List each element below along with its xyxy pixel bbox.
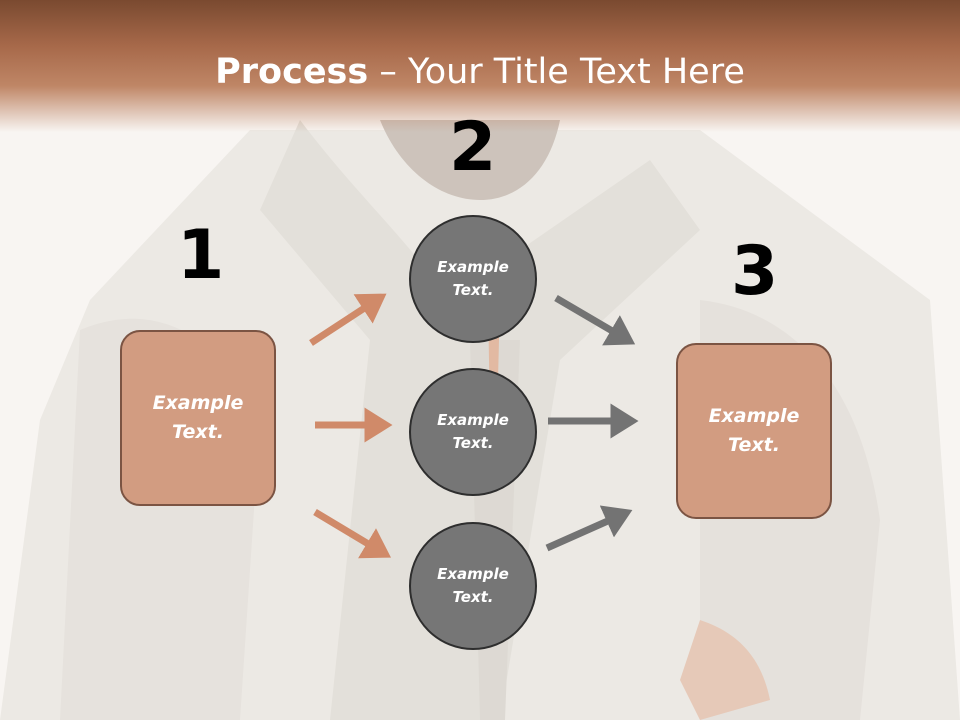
left-box-line2: Text. [172, 421, 224, 443]
circle-bottom-text: Example Text. [437, 563, 509, 609]
right-process-box: Example Text. [676, 343, 832, 519]
circle-top-line1: Example [437, 258, 509, 276]
left-box-line1: Example [152, 392, 244, 414]
arrow-left-to-bottom [313, 508, 392, 559]
circle-bottom-line2: Text. [452, 588, 494, 606]
circle-middle-line2: Text. [452, 434, 494, 452]
circle-top: Example Text. [409, 215, 537, 343]
right-box-text: Example Text. [709, 402, 800, 460]
step-number-3: 3 [731, 232, 779, 311]
title-bold: Process [215, 52, 369, 92]
circle-top-line2: Text. [452, 281, 494, 299]
left-process-box: Example Text. [120, 330, 276, 506]
circle-middle: Example Text. [409, 368, 537, 496]
circle-middle-line1: Example [437, 411, 509, 429]
right-box-line1: Example [708, 405, 800, 427]
circle-bottom-line1: Example [437, 565, 509, 583]
step-number-1: 1 [177, 216, 225, 295]
step-number-2: 2 [449, 108, 497, 187]
left-box-text: Example Text. [153, 389, 244, 447]
arrow-bottom-to-right [545, 505, 633, 552]
circle-top-text: Example Text. [437, 256, 509, 302]
title-band [0, 0, 960, 132]
slide-title: Process – Your Title Text Here [0, 52, 960, 92]
circle-bottom: Example Text. [409, 522, 537, 650]
right-box-line2: Text. [728, 434, 780, 456]
arrow-left-to-top [309, 293, 387, 346]
title-rest: – Your Title Text Here [368, 52, 745, 92]
arrow-top-to-right [554, 294, 636, 346]
circle-middle-text: Example Text. [437, 409, 509, 455]
